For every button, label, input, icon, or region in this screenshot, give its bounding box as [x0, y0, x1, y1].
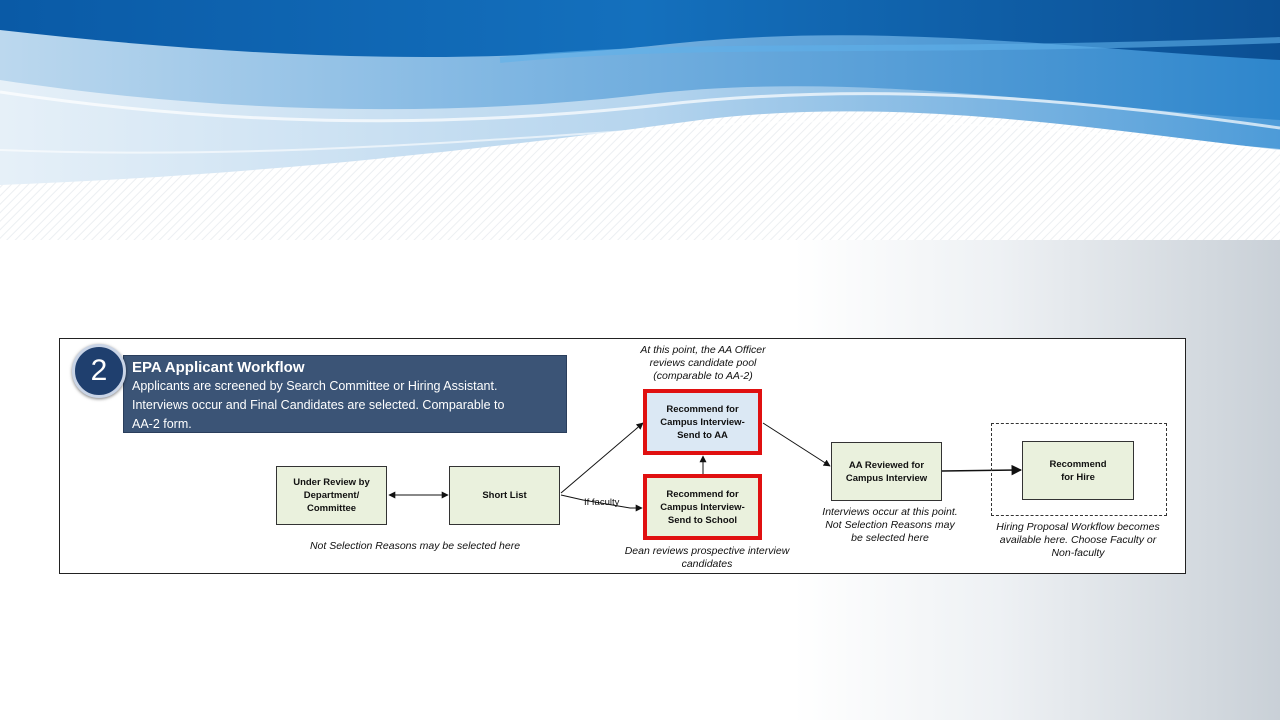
note-not-selection-reasons: Not Selection Reasons may be selected he…: [270, 540, 560, 553]
note-dean-reviews: Dean reviews prospective interview candi…: [607, 545, 807, 571]
node-label-line: Campus Interview-: [660, 501, 745, 513]
note-line: Not Selection Reasons may be selected he…: [309, 540, 521, 552]
node-label-line: Send to School: [667, 514, 738, 526]
note-interviews-occur: Interviews occur at this point. Not Sele…: [805, 506, 975, 545]
step-description-line: Interviews occur and Final Candidates ar…: [132, 398, 505, 412]
note-line: be selected here: [851, 532, 929, 544]
node-send-to-aa: Recommend for Campus Interview- Send to …: [643, 389, 762, 455]
node-label-line: Recommend for: [666, 403, 739, 415]
node-label-line: AA Reviewed for: [848, 459, 925, 471]
node-send-to-school: Recommend for Campus Interview- Send to …: [643, 474, 762, 540]
node-label-line: Short List: [482, 490, 527, 501]
note-line: candidates: [681, 558, 733, 570]
step-description-line: AA-2 form.: [132, 417, 192, 431]
note-line: Interviews occur at this point.: [822, 506, 958, 518]
note-line: Hiring Proposal Workflow becomes: [996, 521, 1160, 533]
note-line: Dean reviews prospective interview: [624, 545, 790, 557]
node-label-line: Committee: [306, 503, 357, 514]
note-line: At this point, the AA Officer: [640, 344, 766, 356]
node-label-line: Recommend for: [666, 488, 739, 500]
edge-label-if-faculty: If faculty: [584, 497, 620, 508]
step-description-line: Applicants are screened by Search Commit…: [132, 379, 498, 393]
node-label-line: Under Review by: [293, 477, 370, 488]
step-title: EPA Applicant Workflow: [132, 359, 305, 376]
note-line: Not Selection Reasons may: [825, 519, 955, 531]
note-aa-officer: At this point, the AA Officer reviews ca…: [608, 344, 798, 383]
note-line: Non-faculty: [1051, 547, 1105, 559]
node-label-line: Campus Interview-: [660, 416, 745, 428]
node-label-line: Recommend: [1049, 458, 1107, 470]
node-label-line: Campus Interview: [845, 472, 928, 484]
note-line: reviews candidate pool: [649, 357, 757, 369]
wave-header-banner: [0, 0, 1280, 240]
node-label-line: Department/: [303, 490, 360, 501]
note-hiring-proposal: Hiring Proposal Workflow becomes availab…: [978, 521, 1178, 560]
node-short-list: Short List: [449, 466, 560, 525]
note-line: available here. Choose Faculty or: [999, 534, 1157, 546]
node-recommend-hire: Recommend for Hire: [1022, 441, 1134, 500]
node-label-line: Send to AA: [677, 429, 728, 441]
node-under-review: Under Review by Department/ Committee: [276, 466, 387, 525]
node-aa-reviewed: AA Reviewed for Campus Interview: [831, 442, 942, 501]
node-label-line: for Hire: [1061, 471, 1095, 483]
hiring-proposal-dashed-group: [991, 423, 1167, 516]
note-line: (comparable to AA-2): [653, 370, 753, 382]
step-number-badge: 2: [72, 344, 126, 398]
step-description-box: EPA Applicant Workflow Applicants are sc…: [123, 355, 567, 433]
